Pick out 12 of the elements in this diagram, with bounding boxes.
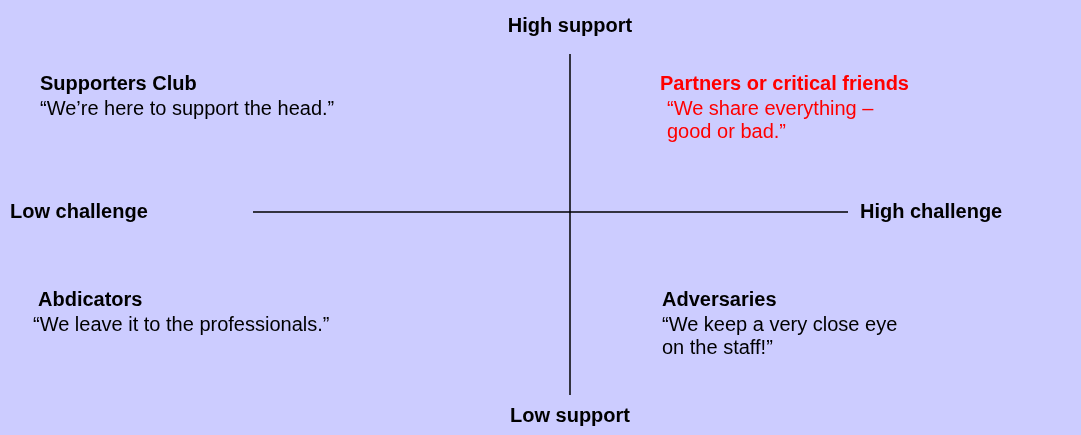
axis-label: Low challenge: [10, 200, 149, 223]
quadrant-heading: Abdicators: [38, 288, 144, 311]
quadrant-quote: “We keep a very close eye on the staff!”: [662, 313, 899, 359]
quadrant-quote: “We’re here to support the head.”: [40, 97, 336, 120]
quadrant-heading: Supporters Club: [40, 72, 198, 95]
axis-label: High support: [506, 14, 634, 37]
quadrant-quote: “We leave it to the professionals.”: [33, 313, 331, 336]
axis-label: High challenge: [860, 200, 1004, 223]
axis-label: Low support: [509, 404, 631, 427]
quadrant-heading: Adversaries: [662, 288, 778, 311]
quadrant-heading: Partners or critical friends: [660, 72, 910, 95]
quadrant-quote: “We share everything – good or bad.”: [667, 97, 875, 143]
